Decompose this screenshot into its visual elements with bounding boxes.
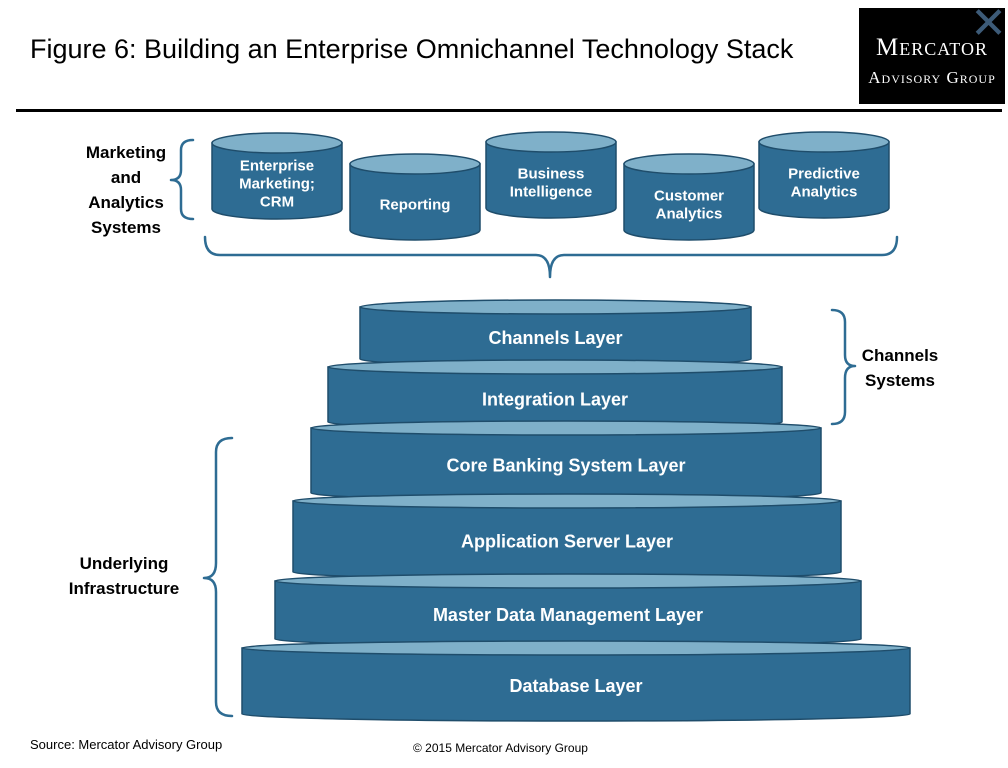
stack-layer: Application Server Layer: [292, 493, 842, 580]
stack-layer: Integration Layer: [327, 359, 783, 430]
cylinder-body: [211, 142, 343, 220]
label-line: CRM: [260, 193, 294, 210]
stack-layer: Core Banking System Layer: [310, 420, 822, 501]
cylinder-body: [623, 163, 755, 241]
cylinder-top: [349, 153, 481, 175]
cylinder-top: [485, 131, 617, 153]
logo-line2: Advisory Group: [868, 68, 996, 87]
cylinder-top: [359, 299, 752, 315]
label-line: Infrastructure: [68, 579, 180, 598]
mercator-logo: ✕ Mercator Advisory Group: [859, 8, 1005, 104]
analytics-brace: [203, 235, 899, 279]
logo-x-icon: ✕: [970, 8, 1005, 49]
copyright-note: © 2015 Mercator Advisory Group: [413, 741, 588, 755]
logo-line1: Mercator: [876, 34, 988, 61]
cylinder-body: [758, 141, 890, 219]
cylinder-top: [274, 573, 862, 589]
label-line: Underlying: [79, 554, 169, 573]
label-line: Systems: [865, 371, 935, 390]
label-channels-systems: Channels Systems: [848, 343, 952, 393]
cylinder-top: [310, 420, 822, 436]
stack-layer: Database Layer: [241, 640, 911, 722]
analytics-system-cylinder: Reporting: [349, 153, 481, 241]
analytics-system-label: Reporting: [380, 196, 451, 213]
cylinder-body: [241, 647, 911, 722]
label-line: Intelligence: [510, 183, 593, 200]
layer-label: Core Banking System Layer: [446, 456, 685, 476]
label-underlying-infrastructure: Underlying Infrastructure: [58, 551, 190, 601]
channels-bracket: [830, 308, 857, 426]
label-line: Marketing: [85, 143, 167, 162]
title-divider: [16, 109, 1002, 112]
label-marketing-analytics-systems: Marketing and Analytics Systems: [70, 140, 182, 240]
cylinder-top: [623, 153, 755, 175]
label-line: Analytics: [656, 205, 723, 222]
label-line: Marketing;: [239, 175, 315, 192]
cylinder-top: [292, 493, 842, 509]
label-line: Systems: [91, 218, 161, 237]
label-line: and: [110, 168, 142, 187]
layer-label: Database Layer: [509, 676, 642, 696]
label-line: Analytics: [791, 183, 858, 200]
figure-title: Figure 6: Building an Enterprise Omnicha…: [30, 34, 794, 64]
stack-layer: Master Data Management Layer: [274, 573, 862, 647]
cylinder-top: [241, 640, 911, 656]
layer-label: Integration Layer: [482, 390, 628, 410]
label-line: Channels: [861, 346, 939, 365]
label-line: Enterprise: [240, 157, 314, 174]
infrastructure-bracket: [202, 436, 234, 718]
layer-label: Channels Layer: [488, 328, 622, 348]
label-line: Predictive: [788, 165, 860, 182]
source-note: Source: Mercator Advisory Group: [30, 737, 223, 752]
marketing-bracket: [169, 138, 195, 221]
stack-layer: Channels Layer: [359, 299, 752, 367]
layer-label: Application Server Layer: [461, 532, 673, 552]
label-line: Reporting: [380, 196, 451, 213]
cylinder-top: [327, 359, 783, 375]
cylinder-top: [211, 132, 343, 154]
cylinder-top: [758, 131, 890, 153]
cylinder-body: [485, 141, 617, 219]
label-line: Customer: [654, 187, 724, 204]
label-line: Business: [518, 165, 585, 182]
layer-label: Master Data Management Layer: [433, 605, 703, 625]
cylinder-body: [349, 163, 481, 241]
label-line: Analytics: [88, 193, 164, 212]
